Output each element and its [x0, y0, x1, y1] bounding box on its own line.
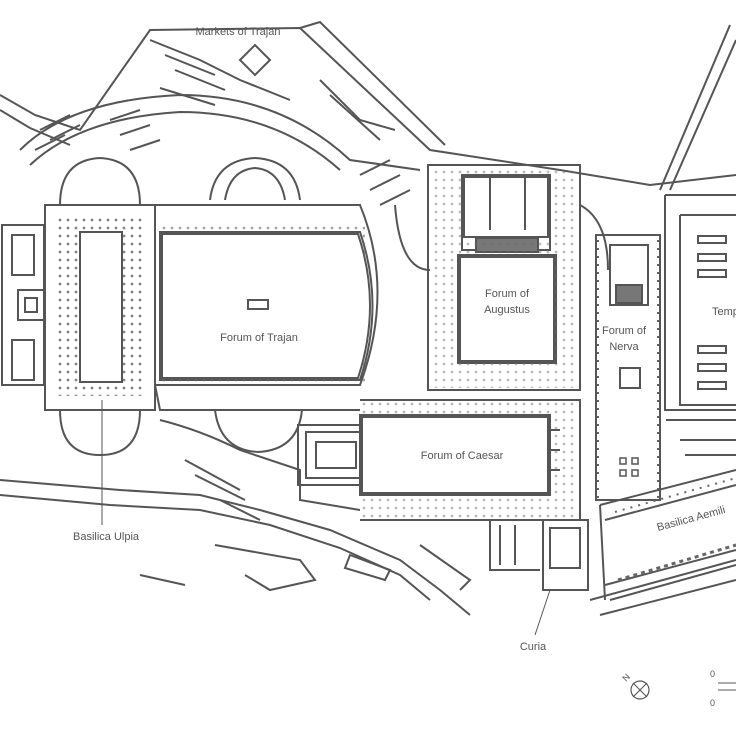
compass-rose-icon: N	[620, 672, 650, 700]
basilica-aemilia	[599, 469, 736, 601]
label-curia: Curia	[520, 641, 547, 653]
scale-tick-top: 0	[710, 669, 715, 679]
forum-of-caesar	[297, 399, 581, 521]
label-markets-of-trajan: Markets of Trajan	[196, 26, 281, 38]
curia-leader	[534, 589, 551, 636]
label-forum-of-nerva-line1: Forum of	[602, 325, 647, 337]
label-temple-partial: Temp	[712, 306, 736, 318]
forum-of-nerva	[595, 234, 661, 501]
forum-of-augustus	[394, 164, 609, 391]
label-basilica-aemilia: Basilica Aemili	[656, 504, 727, 534]
label-basilica-ulpia: Basilica Ulpia	[73, 531, 140, 543]
temple-of-peace	[664, 194, 736, 456]
label-forum-of-caesar: Forum of Caesar	[421, 450, 504, 462]
label-forum-of-augustus-line2: Augustus	[484, 304, 530, 316]
north-letter: N	[620, 672, 632, 684]
scale-bar: 0 0	[710, 669, 736, 708]
label-forum-of-trajan: Forum of Trajan	[220, 332, 298, 344]
markets-of-trajan	[19, 39, 421, 206]
street-outlines	[0, 20, 736, 616]
scale-tick-bottom: 0	[710, 698, 715, 708]
label-forum-of-augustus-line1: Forum of	[485, 288, 530, 300]
scattered-ruins	[139, 544, 472, 592]
forum-of-trajan-complex	[1, 156, 379, 521]
curia	[489, 519, 589, 591]
label-forum-of-nerva-line2: Nerva	[609, 341, 639, 353]
